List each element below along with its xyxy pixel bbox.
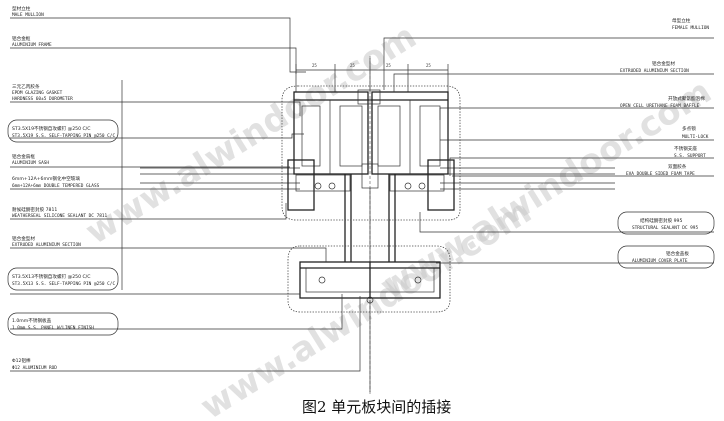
glass-panes bbox=[140, 167, 615, 190]
label-en: FEMALE MULLION bbox=[672, 25, 709, 31]
label-en: ALUMINIUM FRAME bbox=[12, 42, 52, 48]
label-cn: 1.0mm不锈钢板盖 bbox=[12, 317, 52, 324]
label-en: EXTRUDED ALUMINIUM SECTION bbox=[620, 68, 689, 74]
figure-caption: 图2 单元板块间的插接 bbox=[302, 398, 451, 416]
detail-bubbles bbox=[281, 85, 461, 313]
label-en: STRUCTURAL SEALANT DC 995 bbox=[632, 225, 698, 231]
label-en: 6mm+12A+6mm DOUBLE TEMPERED GLASS bbox=[12, 183, 100, 189]
label-cn: 双面胶条 bbox=[668, 163, 687, 170]
label-cn: ST3.5X13不锈钢自攻螺钉 @250 C/C bbox=[12, 273, 90, 280]
label-cn: Φ12铝棒 bbox=[12, 357, 31, 364]
label-en: S.S. SUPPORT bbox=[674, 153, 706, 159]
label-en: WEATHERSEAL SILICONE SEALANT DC 7811 bbox=[12, 213, 108, 219]
label-cn: 铝合金型材 bbox=[652, 60, 675, 67]
label-cn: 开放式聚氨酯泡棉 bbox=[668, 95, 705, 102]
label-en: OPEN CELL URETHANE FOAM BAFFLE bbox=[620, 103, 700, 109]
dimension-label: 25 bbox=[386, 63, 391, 68]
cover-plate bbox=[299, 261, 441, 392]
label-en: MALE MULLION bbox=[12, 12, 44, 18]
label-en: ST3.5X13 S.S. SELF-TAPPING PIN @250 C/C bbox=[12, 281, 115, 287]
label-cn: 型材立柱 bbox=[12, 5, 31, 12]
label-en: EXTRUDED ALUMINIUM SECTION bbox=[12, 242, 81, 248]
label-cn: ST3.5X19不锈钢自攻螺钉 @250 C/C bbox=[12, 125, 90, 132]
label-en: EPDM GLAZING GASKET bbox=[12, 90, 63, 96]
label-en: MULTI-LOCK bbox=[682, 134, 709, 140]
label-cn: 不锈钢支座 bbox=[674, 145, 697, 152]
mullion-profile bbox=[287, 89, 455, 262]
label-cn: 铝合金框 bbox=[12, 35, 31, 42]
label-en: EVA DOUBLE SIDED FOAM TAPE bbox=[626, 171, 695, 177]
label-cn: 多点锁 bbox=[682, 125, 696, 132]
label-en: ST3.5X19 S.S. SELF-TAPPING PIN @250 C/C bbox=[12, 133, 115, 139]
label-cn: 铝合金型材 bbox=[12, 235, 35, 242]
label-cn: 三元乙丙胶条 bbox=[12, 83, 40, 90]
left-label-group: 型材立柱 MALE MULLION 铝合金框 ALUMINIUM FRAME 三… bbox=[12, 5, 115, 371]
label-en: Φ12 ALUMINIUM ROD bbox=[12, 365, 57, 371]
left-callouts bbox=[7, 119, 119, 336]
label-cn: 结构硅酮密封胶 995 bbox=[640, 217, 682, 224]
right-callouts bbox=[617, 211, 715, 269]
label-en: ALUMINIUM SASH bbox=[12, 160, 49, 166]
label-en: ALUMINIUM COVER PLATE bbox=[632, 258, 688, 264]
watermark-text: www.alwindoor.com bbox=[194, 191, 539, 421]
label-cn: 铝合金盖板 bbox=[666, 250, 689, 257]
label-cn: 6mm+12A+6mm钢化中空玻璃 bbox=[12, 175, 80, 182]
label-cn: 耐候硅酮密封胶 7811 bbox=[12, 206, 57, 213]
left-leaders bbox=[10, 17, 361, 372]
dimension-label: 25 bbox=[312, 63, 317, 68]
dimension-label: 25 bbox=[350, 63, 355, 68]
label-cn: 母型立柱 bbox=[672, 17, 691, 24]
label-cn: 铝合金扇框 bbox=[12, 153, 35, 160]
label-en: 1.0mm S.S. PANEL W/LINEN FINISH bbox=[12, 325, 94, 331]
dimension-label: 25 bbox=[426, 63, 431, 68]
right-leaders bbox=[383, 37, 714, 264]
right-label-group: 母型立柱 FEMALE MULLION 铝合金型材 EXTRUDED ALUMI… bbox=[620, 17, 709, 264]
label-en: HARDNESS 60±5 DUROMETER bbox=[12, 96, 73, 102]
